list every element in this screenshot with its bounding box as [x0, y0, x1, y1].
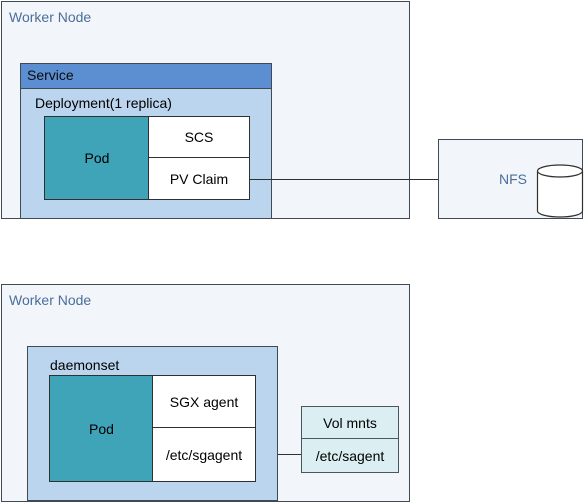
storage-cylinder-icon	[536, 164, 584, 218]
container-pv-claim-label: PV Claim	[169, 170, 229, 187]
vol-mnts-title: Vol mnts	[323, 414, 377, 431]
container-etc-sgagent-label: /etc/sgagent	[165, 446, 243, 463]
pod-box: Pod	[44, 116, 150, 200]
pod-box-2: Pod	[49, 375, 154, 482]
container-sgx-agent: SGX agent	[152, 375, 256, 428]
vol-mnts-path: /etc/sagent	[315, 448, 385, 464]
container-sgx-agent-label: SGX agent	[169, 393, 239, 410]
vol-mnts-title-cell: Vol mnts	[301, 406, 399, 439]
vol-connector	[278, 454, 302, 455]
service-label: Service	[27, 67, 74, 83]
deployment-label: Deployment(1 replica)	[35, 95, 172, 111]
container-scs-label: SCS	[184, 129, 214, 145]
vol-mnts-path-cell: /etc/sagent	[301, 439, 399, 473]
daemonset-label: daemonset	[50, 357, 120, 373]
vol-mnts-box	[301, 406, 399, 473]
pv-nfs-connector	[250, 179, 439, 180]
container-scs: SCS	[148, 116, 250, 158]
pod-label: Pod	[84, 150, 110, 166]
nfs-label: NFS	[499, 171, 527, 187]
worker-node-1-title: Worker Node	[9, 9, 92, 25]
container-pv-claim: PV Claim	[148, 157, 250, 200]
service-header	[20, 63, 272, 89]
container-etc-sgagent: /etc/sgagent	[152, 427, 256, 482]
vol-mnts-divider	[301, 438, 399, 439]
pod-label-2: Pod	[89, 420, 114, 437]
worker-node-2-title: Worker Node	[9, 292, 92, 308]
